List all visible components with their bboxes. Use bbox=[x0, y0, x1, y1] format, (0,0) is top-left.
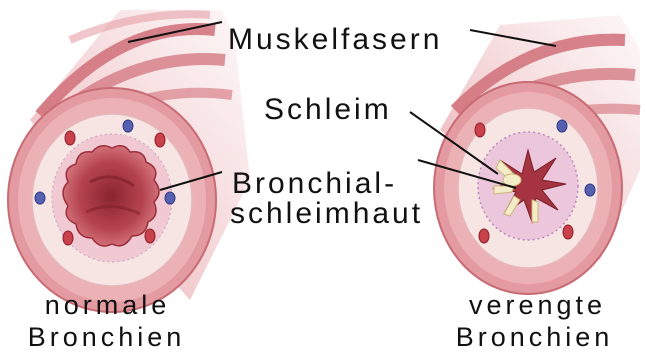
normal-bronchus bbox=[8, 10, 250, 312]
caption-narrowed-line2: Bronchien bbox=[432, 322, 637, 352]
normal-vessel-blue bbox=[35, 192, 45, 204]
normal-vessel-red bbox=[65, 131, 75, 145]
normal-vessel-blue bbox=[165, 192, 175, 204]
label-muscle-fibers: Muskelfasern bbox=[228, 24, 442, 56]
caption-normal-line2: Bronchien bbox=[4, 322, 209, 352]
normal-vessel-red bbox=[145, 229, 155, 243]
normal-vessel-red bbox=[155, 133, 165, 147]
narrowed-vessel-red bbox=[479, 229, 489, 243]
label-mucus: Schleim bbox=[264, 94, 392, 126]
narrowed-vessel-blue bbox=[585, 184, 595, 196]
narrowed-vessel-red bbox=[475, 123, 485, 137]
normal-lumen bbox=[63, 146, 159, 246]
caption-narrowed-line1: verengte bbox=[440, 290, 635, 320]
caption-normal-line1: normale bbox=[10, 290, 205, 320]
normal-vessel-blue bbox=[123, 120, 133, 132]
narrowed-vessel-red bbox=[563, 225, 573, 239]
normal-vessel-red bbox=[63, 231, 73, 245]
narrowed-vessel-blue bbox=[557, 120, 567, 132]
narrowed-bronchus bbox=[434, 15, 640, 294]
label-mucosa-line2: schleimhaut bbox=[230, 198, 423, 230]
label-mucosa-line1: Bronchial- bbox=[232, 168, 397, 200]
